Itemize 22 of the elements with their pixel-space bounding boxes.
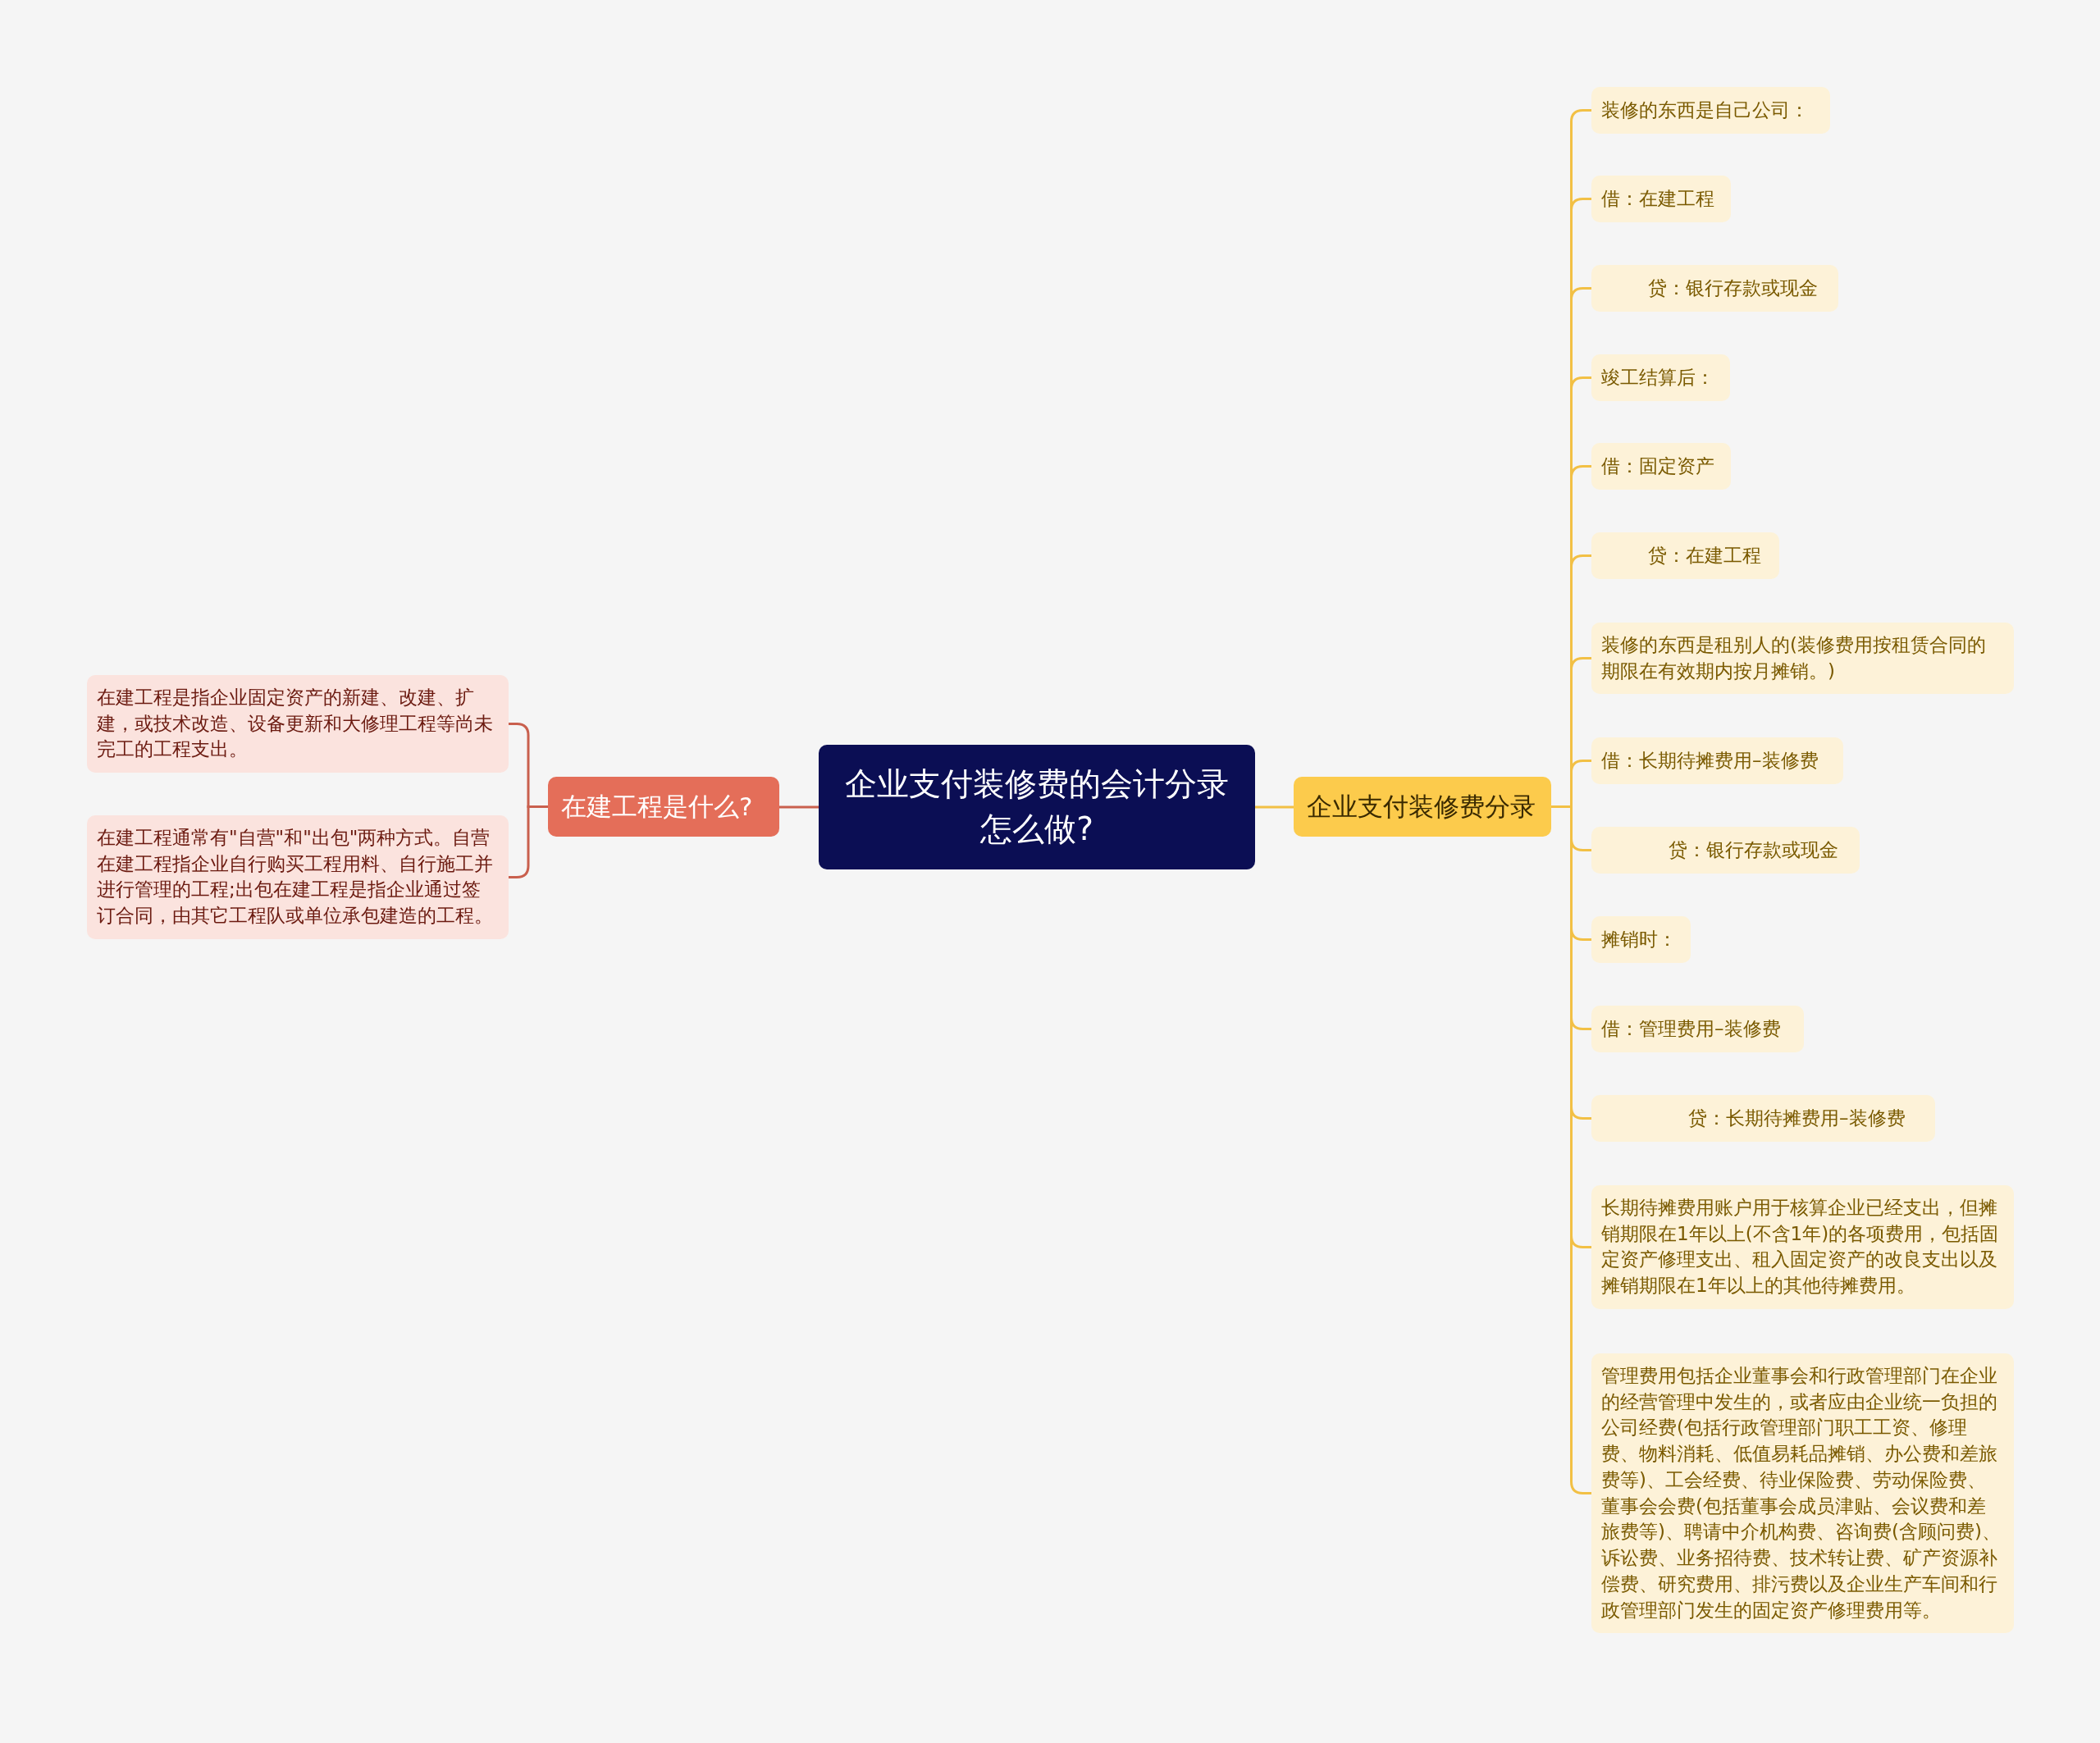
- note-box: 借：长期待摊费用–装修费: [1591, 737, 1843, 784]
- note-box: 竣工结算后：: [1591, 354, 1730, 401]
- note-box: 借：管理费用–装修费: [1591, 1006, 1804, 1052]
- root-topic-box: 企业支付装修费的会计分录怎么做?: [819, 745, 1255, 869]
- note-box: 管理费用包括企业董事会和行政管理部门在企业的经营管理中发生的，或者应由企业统一负担的公司经费(包括行政管理部门职工工资、修理费、物料消耗、低值易耗品摊销、办公费和差旅费等)、工会经费、待业保险费、劳动保险费、董事会会费(包括董事会成员津贴、会议费和差旅费等)、聘请中介机构费、咨询费(含顾问费)、诉讼费、业务招待费、技术转让费、矿产资源补偿费、研究费用、排污费以及企业生产车间和行政管理部门发生的固定资产修理费用等。: [1591, 1353, 2014, 1634]
- note-box: 在建工程是指企业固定资产的新建、改建、扩建，或技术改造、设备更新和大修理工程等尚未完工的工程支出。: [87, 675, 509, 773]
- note-box: 在建工程通常有"自营"和"出包"两种方式。自营在建工程指企业自行购买工程用料、自行施工并进行管理的工程;出包在建工程是指企业通过签订合同，由其它工程队或单位承包建造的工程。: [87, 815, 509, 939]
- connector-line: [779, 805, 819, 809]
- note-box: 借：固定资产: [1591, 443, 1731, 490]
- note-box: 长期待摊费用账户用于核算企业已经支出，但摊销期限在1年以上(不含1年)的各项费用，包括固定资产修理支出、租入固定资产的改良支出以及摊销期限在1年以上的其他待摊费用。: [1591, 1185, 2014, 1309]
- connector-line: [509, 805, 548, 878]
- note-box: 贷：长期待摊费用–装修费: [1591, 1095, 1935, 1142]
- note-box: 贷：银行存款或现金: [1591, 827, 1860, 874]
- note-box: 贷：在建工程: [1591, 532, 1779, 579]
- note-box: 贷：银行存款或现金: [1591, 265, 1838, 312]
- note-box: 摊销时：: [1591, 916, 1691, 963]
- note-box: 装修的东西是自己公司：: [1591, 87, 1830, 134]
- topic-box: 在建工程是什么?: [548, 777, 779, 837]
- note-box: 装修的东西是租别人的(装修费用按租赁合同的期限在有效期内按月摊销。): [1591, 623, 2014, 695]
- note-box: 借：在建工程: [1591, 176, 1731, 222]
- topic-box: 企业支付装修费分录: [1294, 777, 1551, 837]
- connector-line: [1255, 805, 1294, 809]
